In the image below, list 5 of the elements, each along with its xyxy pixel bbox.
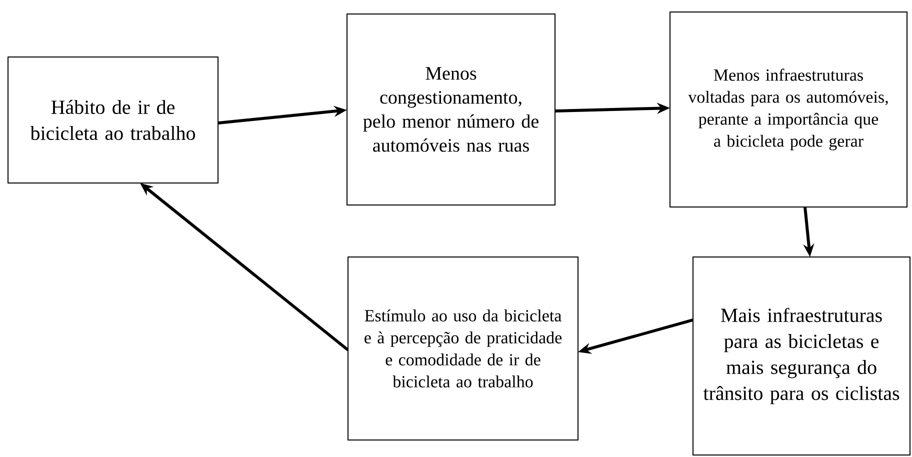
text-box: Menos infraestruturas voltadas para os automóveis, perante a importância que a bicicleta pode gerar xyxy=(670,12,908,208)
text-box: Estímulo ao uso da bicicleta e à percepção de praticidade e comodidade de ir de bicicleta ao trabalho xyxy=(348,256,578,440)
text-box: Mais infraestruturas para as bicicletas e mais segurança do trânsito para os ciclistas xyxy=(692,256,910,456)
text-box: Menos congestionamento, pelo menor número de automóveis nas ruas xyxy=(346,14,556,206)
text-box: Hábito de ir de bicicleta ao trabalho xyxy=(8,56,218,184)
